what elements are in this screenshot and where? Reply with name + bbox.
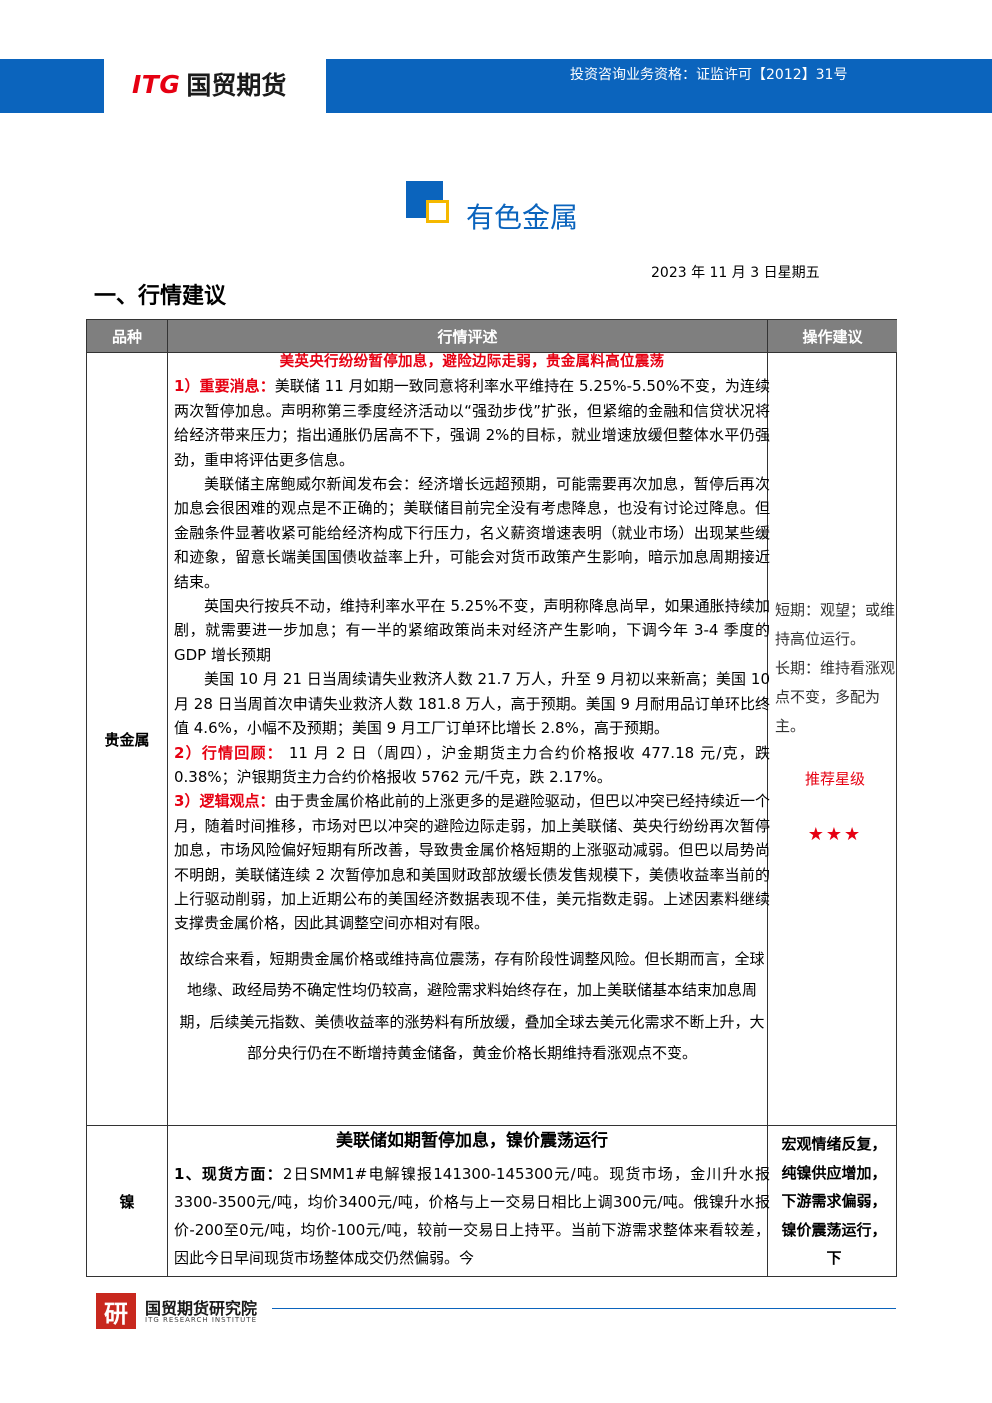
label-logic: 3）逻辑观点： [174, 792, 275, 811]
paragraph-spot: 1、现货方面：2日SMM1#电解镍报141300-145300元/吨。现货市场，… [174, 1160, 770, 1272]
rating-label: 推荐星级 [804, 770, 865, 788]
logo-cn: 国贸期货 [186, 71, 287, 100]
license-text: 投资咨询业务资格：证监许可【2012】31号 [570, 67, 848, 83]
col-header-advice: 操作建议 [768, 320, 897, 352]
logo-area [104, 59, 326, 113]
category-nickel: 镍 [119, 1192, 135, 1211]
paragraph-review: 2）行情回顾： 11 月 2 日（周四），沪金期货主力合约价格报收 477.18… [174, 741, 770, 790]
label-news: 1）重要消息： [174, 377, 275, 396]
advice-precious-metals: 短期：观望；或维持高位运行。 长期：维持看涨观点不变，多配为主。 推荐星级 ★★… [775, 596, 895, 849]
advice-nickel: 宏观情绪反复，纯镍供应增加，下游需求偏弱，镍价震荡运行，下 [781, 1135, 887, 1267]
advice-short-term: 短期：观望；或维持高位运行。 [775, 601, 896, 648]
col-header-review: 行情评述 [168, 320, 767, 352]
paragraph-news: 1）重要消息：美联储 11 月如期一致同意将利率水平维持在 5.25%-5.50… [174, 374, 770, 472]
row-divider [87, 352, 896, 353]
institute-english-name: ITG RESEARCH INSTITUTE [145, 1316, 258, 1324]
review-precious-metals: 美英央行纷纷暂停加息，避险边际走弱，贵金属料高位震荡 1）重要消息：美联储 11… [174, 350, 770, 1070]
advice-table: 品种 行情评述 操作建议 贵金属 美英央行纷纷暂停加息，避险边际走弱，贵金属料高… [86, 319, 897, 1277]
review-title: 美联储如期暂停加息，镍价震荡运行 [336, 1131, 608, 1151]
review-nickel: 美联储如期暂停加息，镍价震荡运行 1、现货方面：2日SMM1#电解镍报14130… [174, 1128, 770, 1272]
row-divider [87, 1125, 896, 1126]
section-title: 有色金属 [466, 201, 579, 234]
label-review: 2）行情回顾： [174, 743, 283, 762]
paragraph-summary: 故综合来看，短期贵金属价格或维持高位震荡，存有阶段性调整风险。但长期而言，全球地… [179, 949, 765, 1063]
text-spot: 2日SMM1#电解镍报141300-145300元/吨。现货市场，金川升水报33… [174, 1165, 770, 1267]
footer-line [272, 1308, 896, 1309]
text-news: 美联储 11 月如期一致同意将利率水平维持在 5.25%-5.50%不变，为连续… [174, 377, 770, 469]
institute-name: 国贸期货研究院 [145, 1299, 258, 1318]
col-header-variety: 品种 [87, 320, 167, 352]
category-precious-metals: 贵金属 [104, 730, 150, 749]
logo-itg: ITG [132, 69, 181, 99]
company-logo: ITG 国贸期货 [132, 64, 286, 104]
advice-long-term: 长期：维持看涨观点不变，多配为主。 [775, 659, 896, 735]
section-square-outline-icon [426, 200, 449, 223]
heading: 一、行情建议 [94, 284, 227, 309]
label-spot: 1、现货方面： [174, 1165, 283, 1183]
text-review: 11 月 2 日（周四），沪金期货主力合约价格报收 477.18 元/克，跌 0… [174, 743, 770, 786]
column-divider [167, 320, 168, 1276]
paragraph-us-data: 美国 10 月 21 日当周续请失业救济人数 21.7 万人，升至 9 月初以来… [174, 670, 770, 738]
paragraph-boe: 英国央行按兵不动，维持利率水平在 5.25%不变，声明称降息尚早，如果通胀持续加… [174, 597, 770, 664]
research-logo-icon: 研 [96, 1293, 136, 1329]
review-title: 美英央行纷纷暂停加息，避险边际走弱，贵金属料高位震荡 [279, 354, 665, 370]
paragraph-logic: 3）逻辑观点：由于贵金属价格此前的上涨更多的是避险驱动，但巴以冲突已经持续近一个… [174, 789, 770, 935]
paragraph-powell: 美联储主席鲍威尔新闻发布会：经济增长远超预期，可能需要再次加息，暂停后再次加息会… [174, 475, 770, 591]
report-date: 2023 年 11 月 3 日星期五 [651, 265, 820, 281]
text-logic: 由于贵金属价格此前的上涨更多的是避险驱动，但巴以冲突已经持续近一个月，随着时间推… [174, 792, 770, 933]
star-rating-icon: ★★★ [807, 824, 863, 845]
column-divider [767, 320, 768, 1276]
